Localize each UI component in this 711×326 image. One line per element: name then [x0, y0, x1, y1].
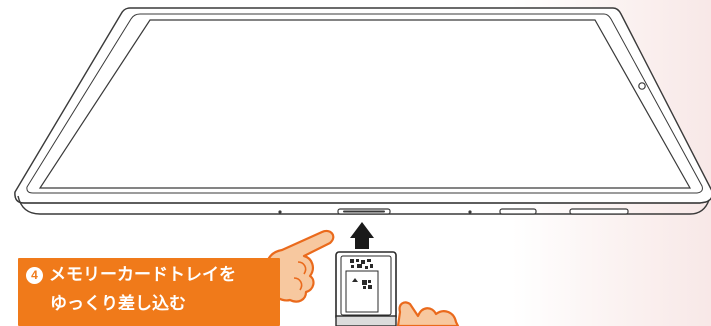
- camera-icon: [638, 82, 646, 90]
- tablet-screen: [38, 19, 692, 189]
- instruction-callout: 4 メモリーカードトレイを ゆっくり差し込む: [18, 258, 280, 326]
- step-number-badge-icon: 4: [26, 266, 43, 284]
- power-key-slot: [499, 208, 537, 215]
- microphone-dot: [278, 210, 282, 214]
- pushing-hand-icon: [396, 301, 460, 326]
- volume-key-slot: [569, 208, 629, 215]
- instruction-text-line1: メモリーカードトレイを: [49, 265, 236, 284]
- up-arrow-icon: [350, 222, 374, 249]
- instruction-text-line2: ゆっくり差し込む: [50, 294, 186, 313]
- pointing-hand-icon: [265, 229, 335, 303]
- memory-card-tray-icon: [335, 251, 397, 326]
- tablet-bezel: [26, 13, 703, 194]
- pin-hole-dot: [468, 210, 472, 214]
- instruction-line1: 4 メモリーカードトレイを: [26, 265, 236, 285]
